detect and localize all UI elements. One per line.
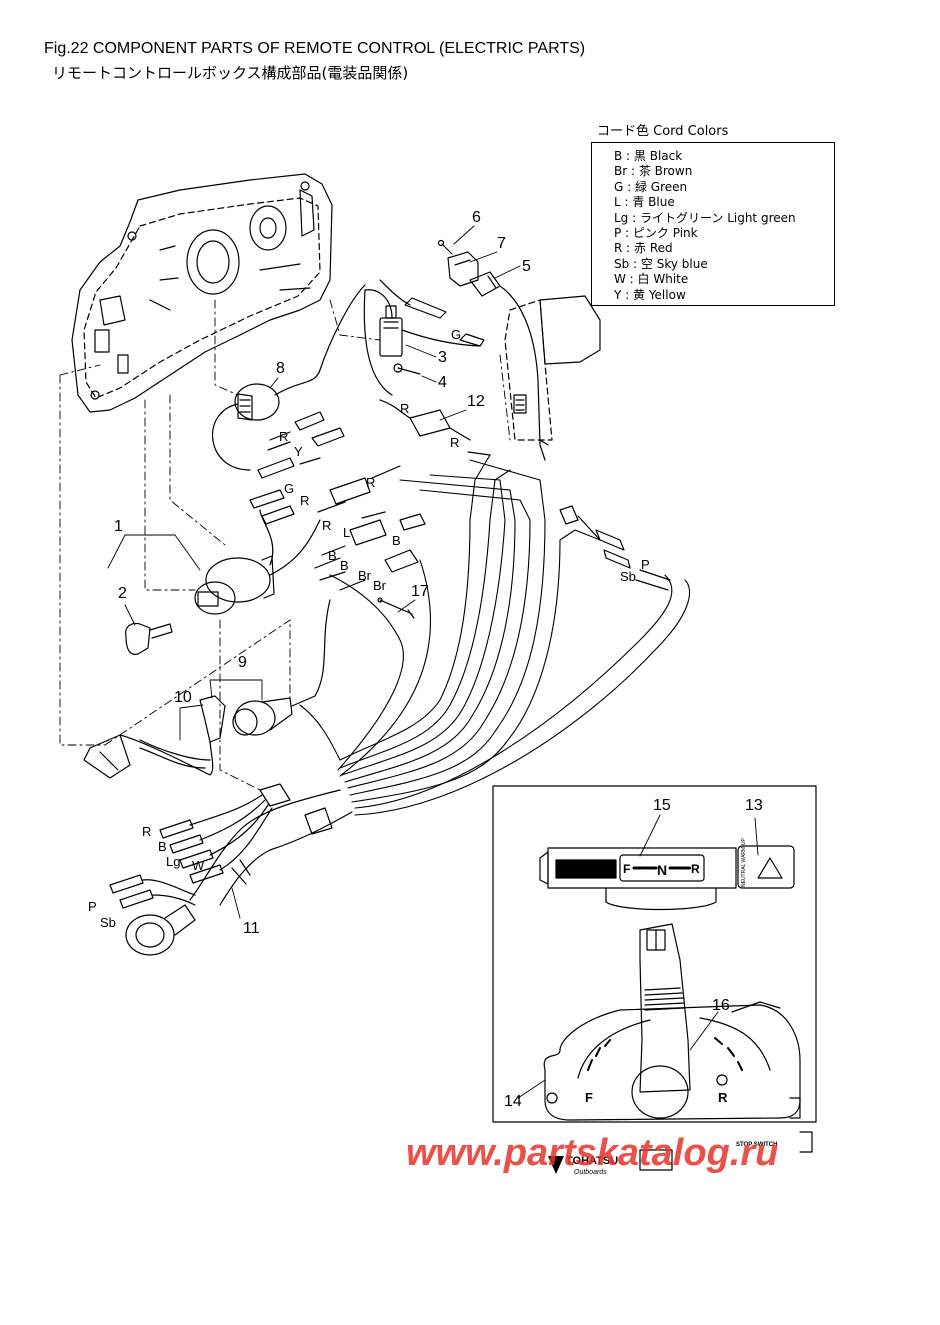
ignition-key-2 xyxy=(125,622,173,655)
leader-lines xyxy=(107,225,759,1099)
main-harness-wires xyxy=(299,454,691,816)
figure-title: Fig.22 COMPONENT PARTS OF REMOTE CONTROL… xyxy=(44,40,586,57)
wire-label-r: R xyxy=(279,429,288,444)
callout-13: 13 xyxy=(745,797,763,814)
callout-7: 7 xyxy=(497,235,506,252)
indicator-plate-15 xyxy=(539,847,737,911)
harness-11 xyxy=(109,783,353,956)
legend-row-black: B : 黒 Black xyxy=(614,149,683,163)
wire-label-lg: Lg xyxy=(166,854,180,869)
indicator-r: R xyxy=(691,862,700,876)
legend-row-yellow: Y : 黄 Yellow xyxy=(614,287,686,302)
wire-label-br: Br xyxy=(358,568,372,583)
wire-label-r: R xyxy=(142,824,151,839)
lever-r-mark: R xyxy=(718,1090,728,1105)
wire-label-sb: Sb xyxy=(100,915,116,930)
wire-label-r: R xyxy=(300,493,309,508)
wire-label-p: P xyxy=(641,557,650,572)
upper-wire-bullets xyxy=(249,411,491,591)
wire-label-sb: Sb xyxy=(620,569,636,584)
callouts: 1 2 3 4 5 6 7 8 9 10 11 12 13 14 15 16 1… xyxy=(114,209,763,1110)
wire-label-w: W xyxy=(192,858,205,873)
callout-4: 4 xyxy=(438,374,447,391)
lever-f-mark: F xyxy=(585,1090,593,1105)
inset-box xyxy=(492,785,817,1123)
indicator-n: N xyxy=(657,862,667,878)
callout-3: 3 xyxy=(438,349,447,366)
figure-title-japanese: リモートコントロールボックス構成部品(電装品関係) xyxy=(52,64,409,82)
callout-16: 16 xyxy=(712,997,730,1014)
neutral-switch xyxy=(363,289,481,396)
remote-control-box-14 xyxy=(543,923,813,1171)
callout-15: 15 xyxy=(653,797,671,814)
legend-heading: コード色 Cord Colors xyxy=(597,124,729,139)
brand-sub-text: Outboards xyxy=(574,1169,607,1176)
legend-row-sky-blue: Sb : 空 Sky blue xyxy=(614,256,708,271)
neutral-warmup-button-13: NEUTRAL WARM-UP xyxy=(737,838,795,889)
indicator-letters: F N R xyxy=(623,862,700,878)
callout-8: 8 xyxy=(276,360,285,377)
wire-label-r: R xyxy=(322,518,331,533)
callout-2: 2 xyxy=(118,585,127,602)
screw-4 xyxy=(393,363,421,375)
callout-9: 9 xyxy=(238,654,247,671)
wire-label-r: R xyxy=(450,435,459,450)
wire-label-br: Br xyxy=(373,578,387,593)
legend-row-light-green: Lg : ライトグリーン Light green xyxy=(614,210,796,225)
wire-label-b: B xyxy=(392,533,401,548)
cord-color-legend: B : 黒 Black Br : 茶 Brown G : 緑 Green L :… xyxy=(591,142,835,306)
callout-6: 6 xyxy=(472,209,481,226)
watermark: www.partskatalog.ru xyxy=(406,1132,779,1174)
lanyard-10 xyxy=(83,695,226,779)
connector-12 xyxy=(379,399,471,441)
bracket-7 xyxy=(447,251,479,287)
callout-1: 1 xyxy=(114,518,123,535)
callout-14: 14 xyxy=(504,1093,522,1110)
wire-label-r: R xyxy=(366,475,375,490)
buzzer-8 xyxy=(212,284,366,471)
control-lever-handle xyxy=(504,295,601,446)
callout-11: 11 xyxy=(243,920,260,937)
callout-10: 10 xyxy=(174,689,192,706)
legend-row-red: R : 赤 Red xyxy=(614,241,673,256)
right-connectors xyxy=(559,505,671,591)
wire-label-l: L xyxy=(343,525,350,540)
legend-row-brown: Br : 茶 Brown xyxy=(614,164,693,179)
wire-clip-17 xyxy=(377,597,415,619)
wire-label-r: R xyxy=(400,401,409,416)
tohatsu-logo-icon xyxy=(548,1156,564,1174)
wire-label-g: G xyxy=(451,327,461,342)
callout-17: 17 xyxy=(411,583,429,600)
legend-row-white: W : 白 White xyxy=(614,272,689,287)
ignition-switch-1 xyxy=(194,509,321,615)
stop-switch-text: STOP SWITCH xyxy=(736,1142,777,1148)
wire-labels: G R R R Y G R R R L B B B Br Br P Sb R B… xyxy=(88,327,650,930)
stop-switch-9 xyxy=(232,599,331,736)
callout-5: 5 xyxy=(522,258,531,275)
remote-control-housing xyxy=(71,173,333,413)
legend-row-blue: L : 青 Blue xyxy=(614,195,675,210)
wire-label-b: B xyxy=(158,839,167,854)
wire-label-p: P xyxy=(88,899,97,914)
legend-row-pink: P : ピンク Pink xyxy=(614,226,698,241)
plug-top-connectors xyxy=(379,279,485,347)
warning-plate-5 xyxy=(469,271,546,461)
brand-logo-text: TOHATSU xyxy=(566,1155,618,1167)
wire-label-b: B xyxy=(340,558,349,573)
indicator-f: F xyxy=(623,862,630,876)
neutral-warmup-text: NEUTRAL WARM-UP xyxy=(741,838,747,887)
wire-label-b: B xyxy=(328,548,337,563)
wire-label-g: G xyxy=(284,481,294,496)
wire-label-y: Y xyxy=(294,444,303,459)
remote-box-text: F R STOP SWITCH TOHATSU Outboards xyxy=(566,1090,777,1176)
callout-12: 12 xyxy=(467,393,485,410)
screw-6 xyxy=(437,239,453,255)
legend-row-green: G : 緑 Green xyxy=(614,179,688,194)
